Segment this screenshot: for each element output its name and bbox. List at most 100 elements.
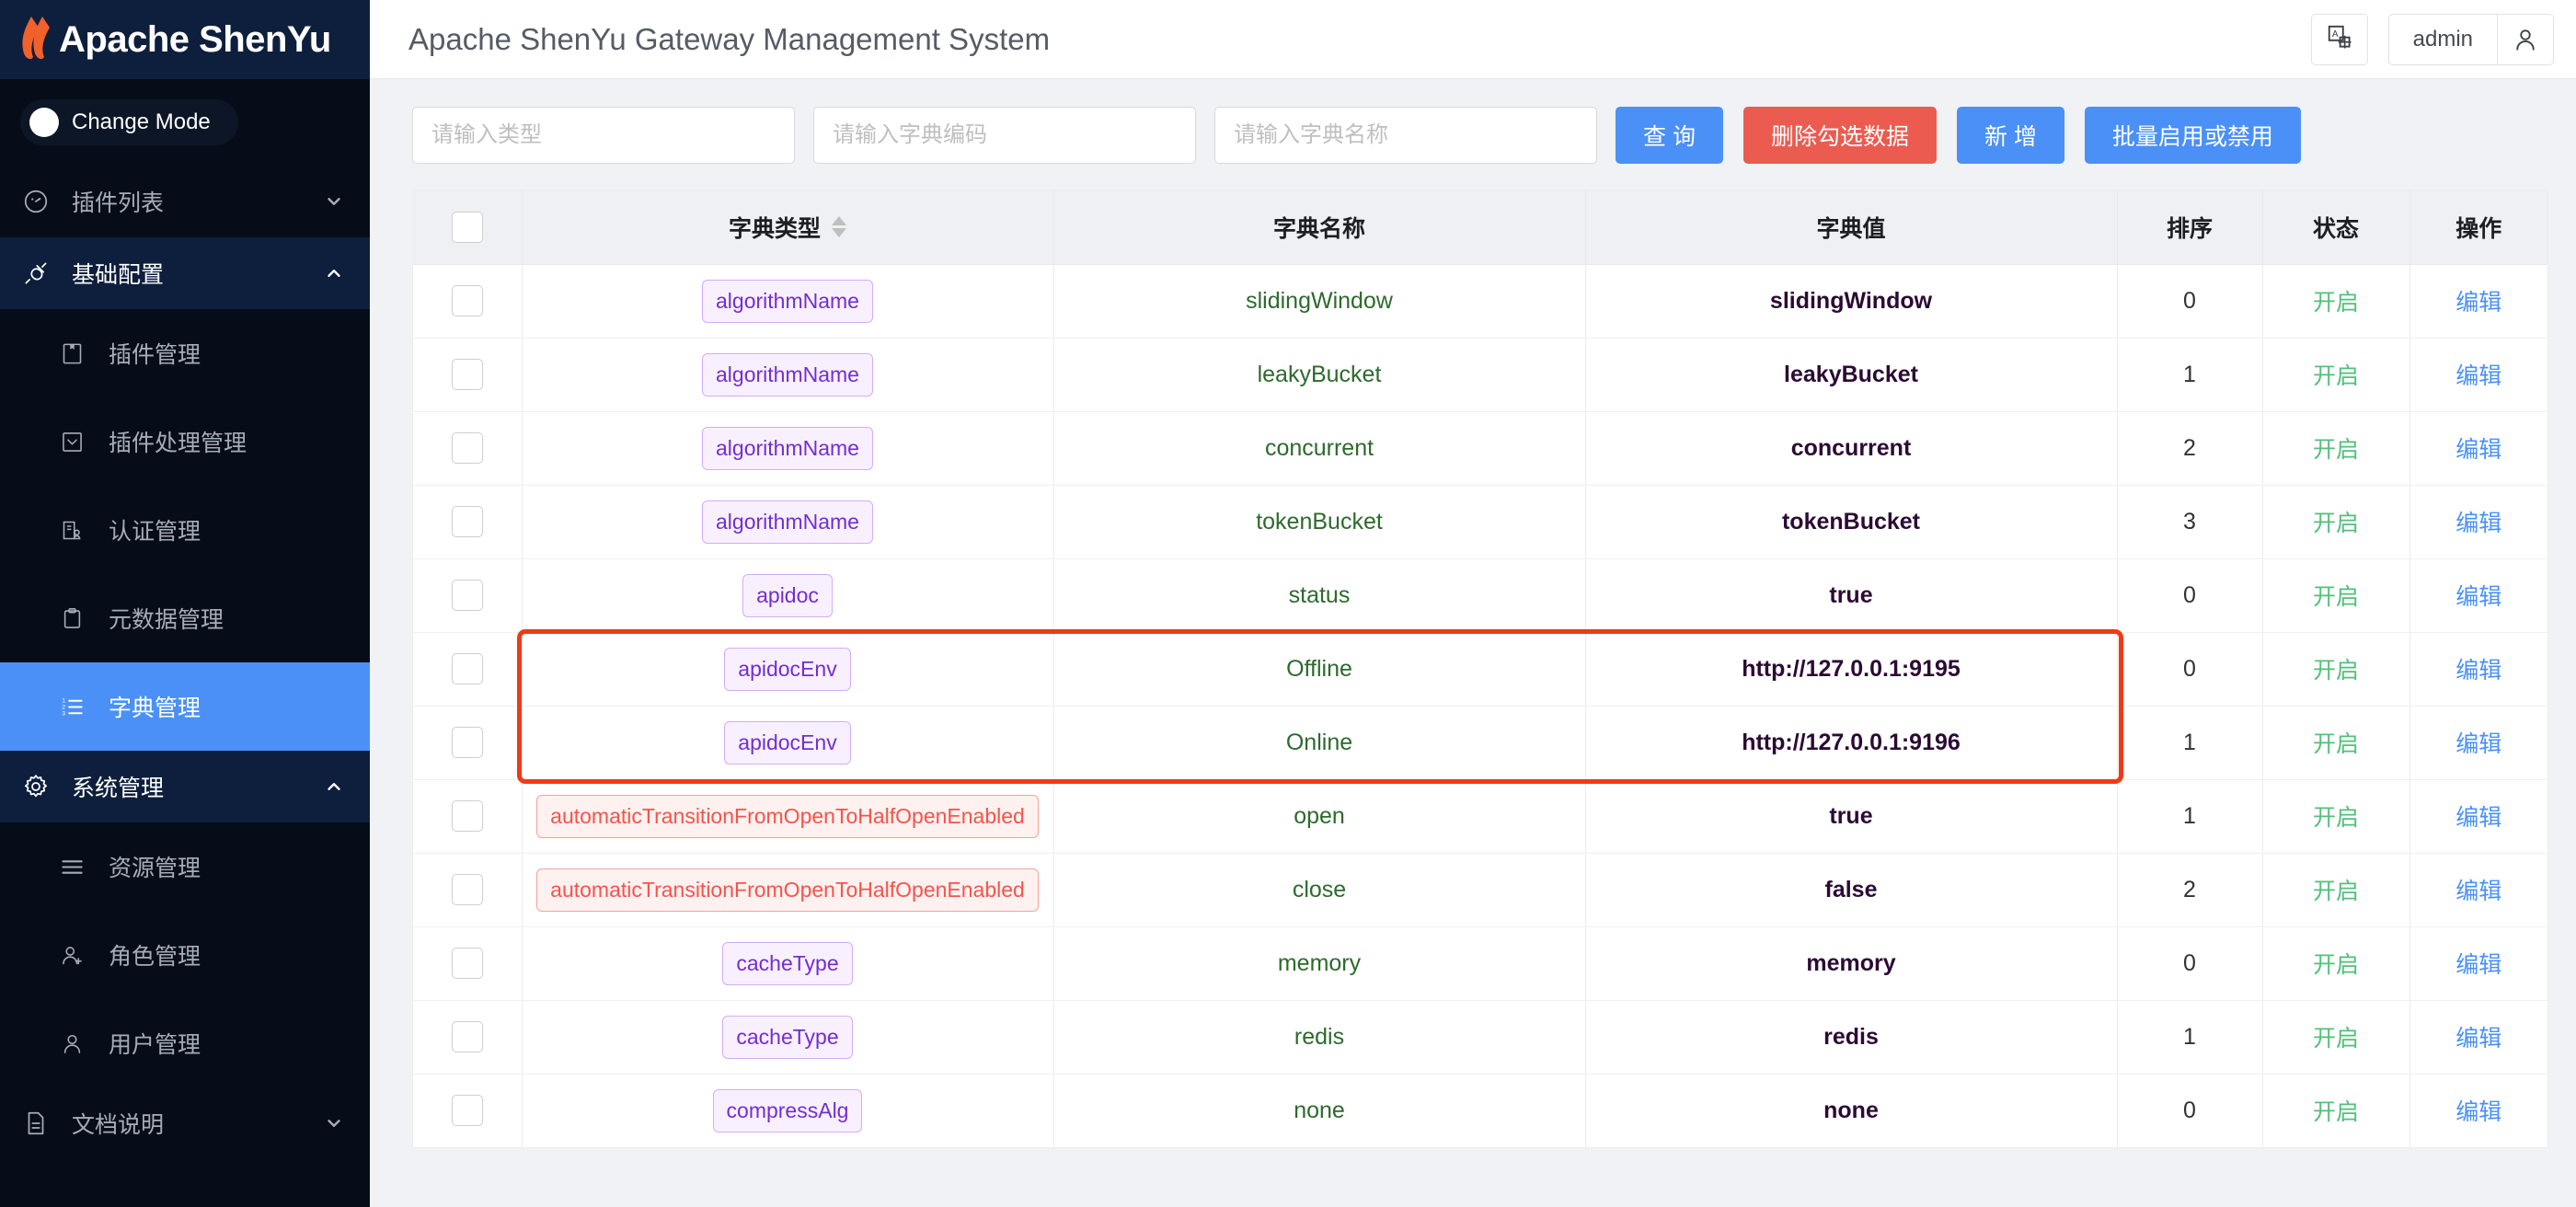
- select-all-checkbox[interactable]: [451, 211, 483, 243]
- file-text-icon: [20, 1109, 52, 1137]
- user-menu-button[interactable]: admin: [2387, 13, 2554, 65]
- dict-type-input[interactable]: [412, 107, 795, 164]
- status-cell: 开启: [2262, 853, 2410, 927]
- sidebar-item-resource-manage[interactable]: 资源管理: [0, 822, 370, 911]
- sidebar-group-docs[interactable]: 文档说明: [0, 1087, 370, 1159]
- filter-toolbar: 查 询 删除勾选数据 新 增 批量启用或禁用: [412, 107, 2548, 164]
- row-checkbox[interactable]: [451, 580, 483, 611]
- sidebar-item-metadata-manage[interactable]: 元数据管理: [0, 574, 370, 662]
- row-checkbox[interactable]: [451, 948, 483, 979]
- row-select-cell: [413, 411, 523, 486]
- chevron-down-icon: [324, 191, 344, 212]
- sidebar-item-label: 用户管理: [109, 1032, 201, 1058]
- edit-link[interactable]: 编辑: [2455, 437, 2502, 463]
- sort-cell: 1: [2117, 338, 2263, 412]
- status-cell: 开启: [2262, 338, 2410, 412]
- batch-toggle-button[interactable]: 批量启用或禁用: [2084, 107, 2301, 164]
- dict-type-cell: compressAlg: [522, 1074, 1054, 1147]
- sort-cell: 1: [2117, 779, 2263, 854]
- svg-text:3: 3: [62, 710, 65, 717]
- sidebar-item-plugin-handle-manage[interactable]: 插件处理管理: [0, 397, 370, 486]
- status-cell: 开启: [2262, 558, 2410, 633]
- row-checkbox[interactable]: [451, 727, 483, 758]
- dict-name-cell: none: [1053, 1074, 1586, 1147]
- row-checkbox[interactable]: [451, 1021, 483, 1052]
- sidebar-item-label: 字典管理: [109, 695, 201, 721]
- dict-name-cell: memory: [1053, 926, 1586, 1001]
- status-cell: 开启: [2262, 926, 2410, 1001]
- edit-link[interactable]: 编辑: [2455, 584, 2502, 610]
- table-row: automaticTransitionFromOpenToHalfOpenEna…: [413, 853, 2547, 927]
- query-button[interactable]: 查 询: [1616, 107, 1723, 164]
- sidebar-menu: 插件列表 基础配置: [0, 166, 370, 1159]
- edit-link[interactable]: 编辑: [2455, 511, 2502, 536]
- sidebar-item-plugin-manage[interactable]: 插件管理: [0, 309, 370, 397]
- operation-cell: 编辑: [2409, 411, 2547, 486]
- sidebar-item-role-manage[interactable]: 角色管理: [0, 911, 370, 999]
- edit-link[interactable]: 编辑: [2455, 1099, 2502, 1126]
- row-checkbox[interactable]: [451, 506, 483, 537]
- edit-link[interactable]: 编辑: [2455, 363, 2502, 389]
- sidebar-item-user-manage[interactable]: 用户管理: [0, 999, 370, 1087]
- row-checkbox[interactable]: [451, 653, 483, 684]
- edit-link[interactable]: 编辑: [2455, 731, 2502, 757]
- operation-cell: 编辑: [2409, 1000, 2547, 1075]
- dict-value-cell: false: [1585, 853, 2118, 927]
- row-checkbox[interactable]: [451, 432, 483, 464]
- change-mode-toggle[interactable]: Change Mode: [20, 99, 238, 145]
- dict-table: 字典类型 字典名称 字典值 排序 状态 操作 algorithmName slid…: [413, 190, 2547, 1147]
- dict-code-input[interactable]: [813, 107, 1196, 164]
- language-switch-button[interactable]: A: [2310, 13, 2368, 65]
- dict-name-cell: leakyBucket: [1053, 338, 1586, 412]
- sidebar-group-label: 基础配置: [72, 262, 165, 288]
- status-cell: 开启: [2262, 1074, 2410, 1147]
- operation-cell: 编辑: [2409, 558, 2547, 633]
- edit-link[interactable]: 编辑: [2455, 805, 2502, 831]
- edit-link[interactable]: 编辑: [2455, 290, 2502, 316]
- edit-link[interactable]: 编辑: [2455, 1026, 2502, 1052]
- sidebar-logo[interactable]: Apache ShenYu: [0, 0, 370, 79]
- sidebar-group-basic-config[interactable]: 基础配置: [0, 237, 370, 309]
- edit-link[interactable]: 编辑: [2455, 952, 2502, 978]
- dict-value-cell: none: [1585, 1074, 2118, 1147]
- row-select-cell: [413, 338, 523, 412]
- sort-cell: 0: [2117, 1074, 2263, 1147]
- sidebar-group-label: 插件列表: [72, 190, 165, 216]
- add-button[interactable]: 新 增: [1956, 107, 2064, 164]
- row-checkbox[interactable]: [451, 1095, 483, 1127]
- dict-name-cell: concurrent: [1053, 411, 1586, 486]
- sidebar-group-plugin-list[interactable]: 插件列表: [0, 166, 370, 237]
- sidebar-group-system-manage[interactable]: 系统管理: [0, 751, 370, 822]
- row-checkbox[interactable]: [451, 874, 483, 905]
- menu-lines-icon: [57, 855, 86, 879]
- operation-cell: 编辑: [2409, 338, 2547, 412]
- sidebar-group-label: 系统管理: [72, 776, 165, 801]
- chevron-up-icon: [324, 263, 344, 283]
- sidebar-item-dict-manage[interactable]: 1 2 3 字典管理: [0, 662, 370, 751]
- sidebar-item-label: 角色管理: [109, 944, 201, 970]
- sidebar-item-auth-manage[interactable]: 认证管理: [0, 486, 370, 574]
- clipboard-icon: [57, 606, 86, 631]
- row-checkbox[interactable]: [451, 285, 483, 316]
- dict-value-cell: slidingWindow: [1585, 264, 2118, 339]
- dict-type-tag: apidoc: [742, 573, 833, 617]
- row-select-cell: [413, 632, 523, 707]
- edit-link[interactable]: 编辑: [2455, 879, 2502, 904]
- dict-name-input[interactable]: [1214, 107, 1597, 164]
- row-checkbox[interactable]: [451, 800, 483, 832]
- sort-toggle-icon[interactable]: [832, 216, 846, 238]
- dict-type-cell: apidoc: [522, 558, 1054, 633]
- table-header-row: 字典类型 字典名称 字典值 排序 状态 操作: [413, 190, 2547, 265]
- sort-cell: 0: [2117, 558, 2263, 633]
- th-dict-type[interactable]: 字典类型: [522, 190, 1054, 265]
- dict-type-cell: automaticTransitionFromOpenToHalfOpenEna…: [522, 779, 1054, 854]
- row-checkbox[interactable]: [451, 359, 483, 390]
- edit-link[interactable]: 编辑: [2455, 658, 2502, 684]
- dict-type-cell: algorithmName: [522, 264, 1054, 339]
- dict-value-cell: leakyBucket: [1585, 338, 2118, 412]
- delete-selected-button[interactable]: 删除勾选数据: [1742, 107, 1937, 164]
